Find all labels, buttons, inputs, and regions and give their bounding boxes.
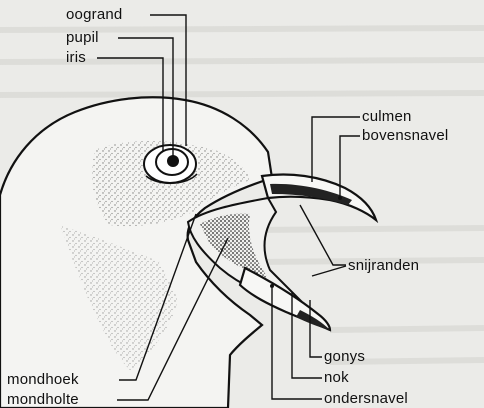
- label-mondhoek: mondhoek: [7, 372, 79, 387]
- label-gonys: gonys: [324, 349, 365, 364]
- label-nok: nok: [324, 370, 349, 385]
- label-culmen: culmen: [362, 109, 412, 124]
- label-snijranden: snijranden: [348, 258, 419, 273]
- label-bovensnavel: bovensnavel: [362, 128, 448, 143]
- leader-snijranden-a: [300, 205, 346, 265]
- label-ondersnavel: ondersnavel: [324, 391, 408, 406]
- label-pupil: pupil: [66, 30, 99, 45]
- gonys-spot: [270, 284, 274, 288]
- label-iris: iris: [66, 50, 86, 65]
- leader-culmen: [312, 117, 360, 182]
- label-mondholte: mondholte: [7, 392, 79, 407]
- leader-snijranden-b: [312, 266, 346, 276]
- label-oogrand: oogrand: [66, 7, 122, 22]
- pupil: [167, 155, 179, 167]
